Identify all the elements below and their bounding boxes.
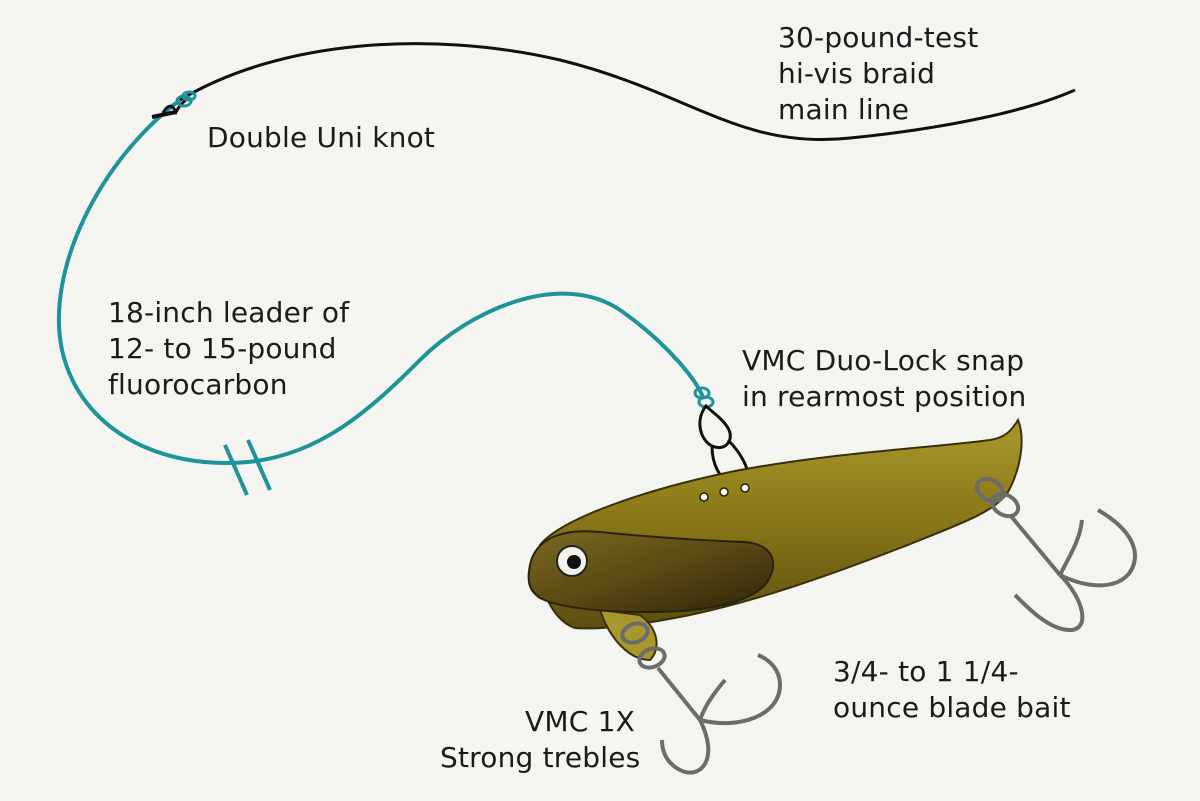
blade-bait-icon xyxy=(527,417,1023,662)
main-line xyxy=(179,42,1076,142)
knot-label: Double Uni knot xyxy=(207,121,436,154)
treble-hook-icon xyxy=(620,621,783,775)
treble-hook-icon xyxy=(974,476,1138,633)
bait-label: 3/4- to 1 1/4- ounce blade bait xyxy=(833,655,1071,724)
break-marks-icon xyxy=(223,439,272,496)
leader-line xyxy=(56,98,705,465)
snap-label: VMC Duo-Lock snap in rearmost position xyxy=(742,344,1027,413)
main-line-label: 30-pound-test hi-vis braid main line xyxy=(778,21,979,126)
uni-knot-icon xyxy=(151,90,197,119)
leader-label: 18-inch leader of 12- to 15-pound fluoro… xyxy=(108,296,350,401)
trebles-label: VMC 1X Strong trebles xyxy=(440,705,641,774)
